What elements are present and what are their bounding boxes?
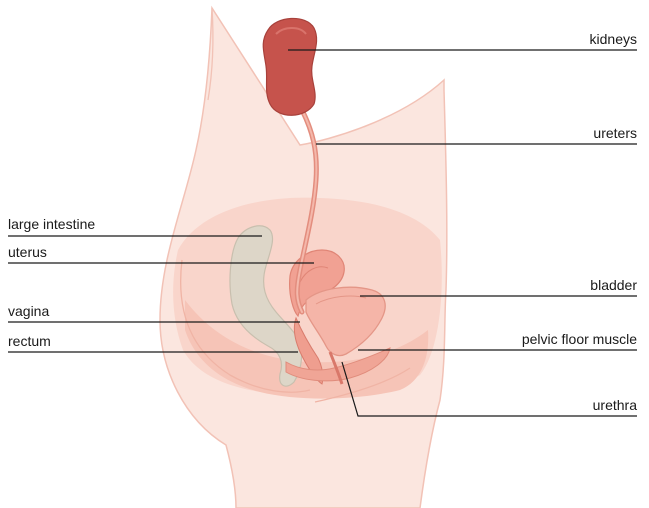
label-large-intestine: large intestine: [8, 216, 95, 232]
label-bladder: bladder: [590, 277, 637, 293]
label-urethra: urethra: [593, 397, 638, 413]
label-uterus: uterus: [8, 244, 47, 260]
label-kidneys: kidneys: [590, 31, 637, 47]
label-pelvic-floor-muscle: pelvic floor muscle: [522, 331, 637, 347]
kidney: [263, 18, 316, 115]
label-ureters: ureters: [593, 125, 637, 141]
label-rectum: rectum: [8, 333, 51, 349]
label-vagina: vagina: [8, 303, 49, 319]
